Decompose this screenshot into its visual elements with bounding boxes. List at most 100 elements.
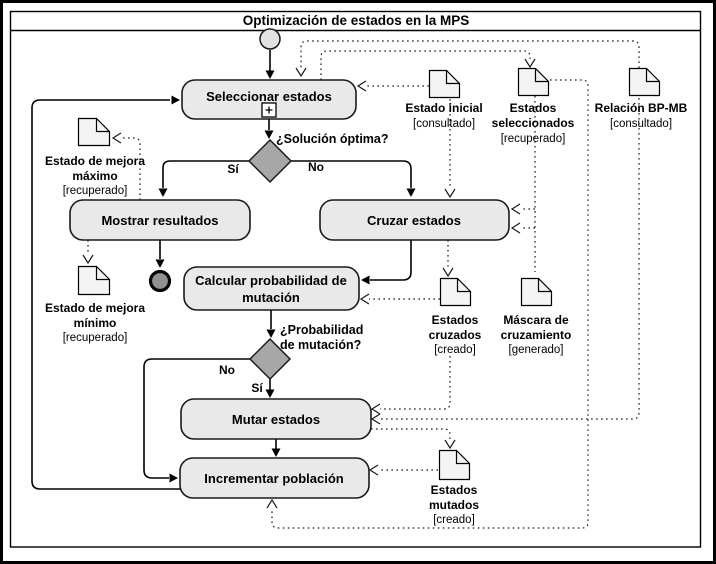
data-object-state: [generado] xyxy=(509,344,564,356)
task-cruzar-estados[interactable]: Cruzar estados xyxy=(319,199,510,241)
association-estados-mutados-to-incrementar xyxy=(368,464,438,476)
task-incrementar-poblacion[interactable]: Incrementar población xyxy=(179,457,370,499)
task-shape[interactable] xyxy=(181,79,357,120)
task-label: Incrementar población xyxy=(204,471,343,486)
data-object-label-line2: mínimo xyxy=(74,316,117,330)
association-estado-inicial-to-cruzar xyxy=(444,99,456,199)
gateway-shape[interactable] xyxy=(247,138,293,184)
association-estados-cruzados-to-calcular xyxy=(359,293,440,305)
association-cruzar-to-estados-cruzados xyxy=(442,240,454,278)
flow-calcular-to-gateway2 xyxy=(266,310,276,338)
data-object-label-line2: máximo xyxy=(72,169,117,183)
gateway-question-line1: ¿Probabilidad xyxy=(280,323,363,337)
flow-mostrar-to-end xyxy=(155,240,165,268)
gateway-probabilidad-mutacion[interactable]: ¿Probabilidad de mutación? No Sí xyxy=(219,323,363,395)
data-object-label-line1: Estado de mejora xyxy=(45,154,145,168)
task-shape[interactable] xyxy=(183,266,360,311)
gateway-no-label: No xyxy=(308,160,324,174)
association-relacion-bp-mb-to-seleccionar xyxy=(295,40,640,78)
data-object-estados-seleccionados[interactable]: Estados seleccionados [recuperado] xyxy=(492,67,575,146)
flow-mutar-to-incrementar xyxy=(271,439,281,457)
task-shape[interactable] xyxy=(179,457,370,499)
association-mutar-to-estados-mutados xyxy=(371,428,456,450)
data-object-label-line1: Estados xyxy=(431,483,478,497)
subprocess-plus-icon[interactable] xyxy=(261,102,277,118)
document-icon[interactable] xyxy=(438,449,471,481)
flow-start-to-seleccionar xyxy=(265,50,275,79)
task-mutar-estados[interactable]: Mutar estados xyxy=(180,398,372,440)
gateway-solucion-optima[interactable]: ¿Solución óptima? Sí No xyxy=(227,132,389,184)
task-label: Cruzar estados xyxy=(367,213,461,228)
association-mostrar-to-estado-mejora-maximo xyxy=(111,132,141,200)
gateway-no-label: No xyxy=(219,363,235,377)
task-label-line1: Calcular probabilidad de xyxy=(195,273,347,288)
document-icon[interactable] xyxy=(77,265,111,296)
data-object-label: Relación BP-MB xyxy=(595,101,688,115)
gateway-question-label: ¿Solución óptima? xyxy=(276,132,389,146)
task-label: Seleccionar estados xyxy=(206,89,332,104)
data-object-estado-mejora-maximo[interactable]: Estado de mejora máximo [recuperado] xyxy=(45,117,145,198)
task-label-line2: mutación xyxy=(242,290,300,305)
gateway-question-line2: de mutación? xyxy=(280,338,361,352)
data-object-estado-inicial[interactable]: Estado inicial [consultado] xyxy=(405,69,483,131)
document-icon[interactable] xyxy=(428,69,461,99)
association-estados-seleccionados-to-cruzar xyxy=(510,96,536,272)
flow-cruzar-to-calcular xyxy=(361,240,412,285)
task-shape[interactable] xyxy=(69,199,251,241)
sequence-flows xyxy=(31,50,416,490)
data-object-mascara-cruzamiento[interactable]: Máscara de cruzamiento [generado] xyxy=(501,277,572,357)
task-label: Mostrar resultados xyxy=(101,213,218,228)
flow-gateway2-si-to-mutar xyxy=(265,379,275,398)
flow-seleccionar-to-gateway1 xyxy=(264,119,274,139)
data-object-label-line1: Estados xyxy=(510,101,557,115)
association-estados-cruzados-to-mutar xyxy=(370,356,451,415)
document-icon[interactable] xyxy=(439,277,472,307)
association-estado-inicial-to-seleccionar xyxy=(356,80,429,92)
task-label: Mutar estados xyxy=(232,412,320,427)
flow-incrementar-loop-to-seleccionar xyxy=(31,95,180,490)
document-icon[interactable] xyxy=(77,117,111,147)
end-event[interactable] xyxy=(148,269,172,293)
diagram-title: Optimización de estados en la MPS xyxy=(243,13,470,28)
association-relacion-bp-mb-to-mutar xyxy=(370,98,640,425)
flow-gateway2-no-to-incrementar xyxy=(143,358,250,483)
task-seleccionar-estados[interactable]: Seleccionar estados xyxy=(181,79,357,120)
gateway-yes-label: Sí xyxy=(227,162,239,176)
flow-gateway1-si-to-mostrar xyxy=(158,160,251,197)
data-object-label-line1: Máscara de xyxy=(503,313,569,327)
task-shape[interactable] xyxy=(180,398,372,440)
data-object-estados-mutados[interactable]: Estados mutados [creado] xyxy=(429,449,479,527)
data-object-estado-mejora-minimo[interactable]: Estado de mejora mínimo [recuperado] xyxy=(45,265,145,345)
document-icon[interactable] xyxy=(517,67,550,97)
data-object-label-line1: Estado de mejora xyxy=(45,301,145,315)
task-mostrar-resultados[interactable]: Mostrar resultados xyxy=(69,199,251,241)
task-shape[interactable] xyxy=(319,199,510,241)
data-object-label-line1: Estados xyxy=(432,313,479,327)
flow-gateway1-no-to-cruzar xyxy=(291,160,416,197)
data-object-label-line2: cruzamiento xyxy=(501,328,572,342)
data-object-state: [creado] xyxy=(434,344,476,356)
association-seleccionar-to-estados-seleccionados xyxy=(320,50,536,80)
start-event[interactable] xyxy=(259,28,281,50)
document-icon[interactable] xyxy=(628,67,661,97)
data-object-relacion-bp-mb[interactable]: Relación BP-MB [consultado] xyxy=(595,67,688,131)
association-mostrar-to-estado-mejora-minimo xyxy=(82,240,94,265)
data-object-estados-cruzados[interactable]: Estados cruzados [creado] xyxy=(429,277,482,357)
data-object-state: [consultado] xyxy=(413,118,475,130)
data-object-state: [recuperado] xyxy=(63,185,128,197)
data-associations xyxy=(82,40,640,529)
task-calcular-probabilidad-mutacion[interactable]: Calcular probabilidad de mutación xyxy=(183,266,360,311)
data-object-label-line2: cruzados xyxy=(429,328,482,342)
association-estados-seleccionados-to-incrementar xyxy=(266,79,589,529)
document-icon[interactable] xyxy=(520,277,553,307)
data-object-state: [creado] xyxy=(433,514,475,526)
data-object-state: [recuperado] xyxy=(501,133,566,145)
data-object-label-line2: seleccionados xyxy=(492,116,575,130)
gateway-shape[interactable] xyxy=(248,337,292,381)
data-object-state: [consultado] xyxy=(610,118,672,130)
pool-border xyxy=(9,10,702,548)
